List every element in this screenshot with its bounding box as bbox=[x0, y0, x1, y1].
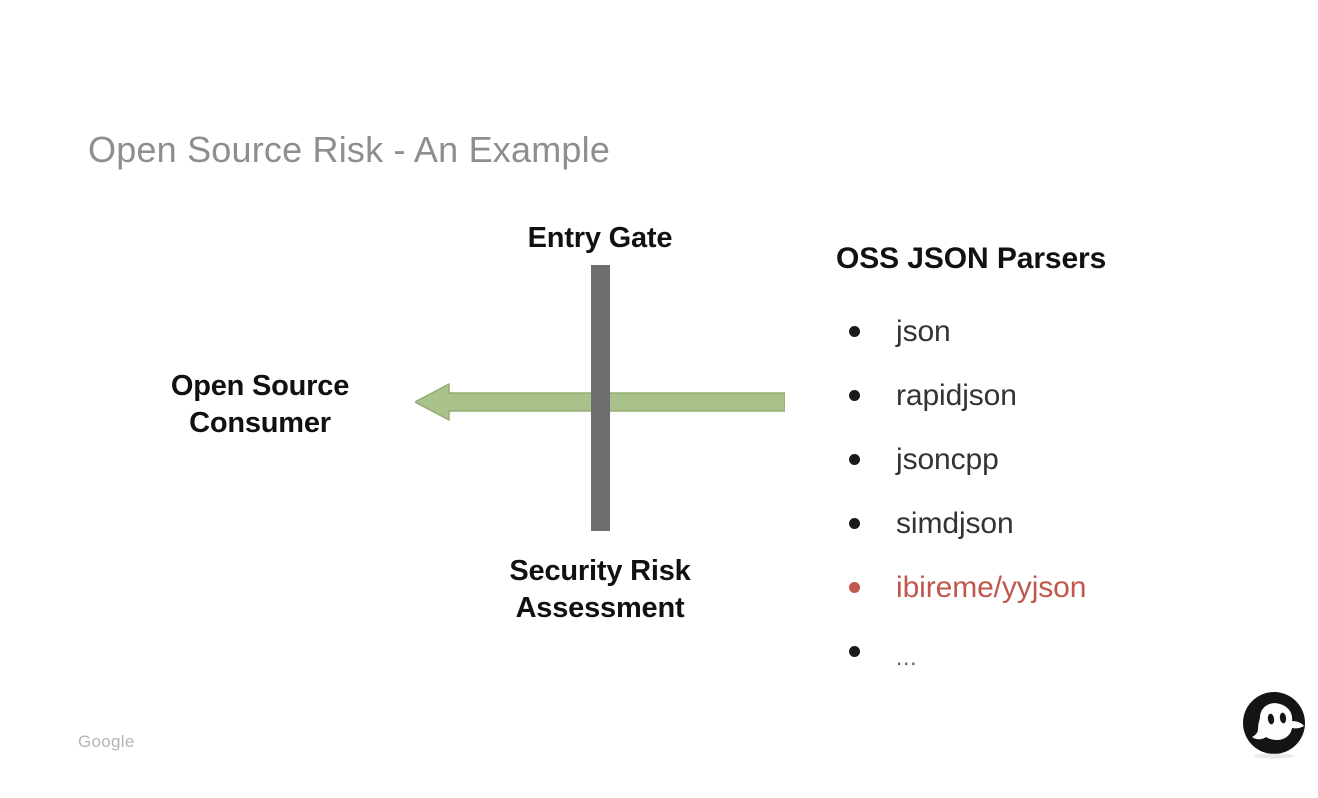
list-item-label: json bbox=[896, 315, 951, 348]
page-title: Open Source Risk - An Example bbox=[88, 129, 611, 170]
bullet-icon bbox=[849, 326, 860, 337]
list-item-label: ibireme/yyjson bbox=[896, 571, 1087, 604]
list-item-label: simdjson bbox=[896, 507, 1014, 540]
list-item-label: rapidjson bbox=[896, 379, 1017, 412]
list-item-label: jsoncpp bbox=[896, 443, 999, 476]
list-item: json bbox=[836, 300, 1086, 364]
list-item: ... bbox=[836, 620, 1086, 684]
consumer-line-1: Open Source bbox=[170, 370, 350, 402]
google-watermark: Google bbox=[78, 732, 135, 751]
bullet-icon bbox=[849, 582, 860, 593]
oss-json-parsers-list: json rapidjson jsoncpp simdjson ibireme/… bbox=[836, 300, 1086, 684]
entry-gate-bar bbox=[591, 265, 610, 531]
bullet-icon bbox=[849, 454, 860, 465]
list-item: rapidjson bbox=[836, 364, 1086, 428]
entry-gate-label: Entry Gate bbox=[527, 222, 673, 254]
oss-json-parsers-heading: OSS JSON Parsers bbox=[836, 242, 1107, 275]
list-item-highlighted: ibireme/yyjson bbox=[836, 556, 1086, 620]
bullet-icon bbox=[849, 646, 860, 657]
security-risk-line-1: Security Risk bbox=[509, 555, 691, 587]
open-source-consumer-label: Open Source Consumer bbox=[110, 368, 410, 442]
list-item-label: ... bbox=[896, 645, 918, 670]
security-risk-line-2: Assessment bbox=[515, 591, 685, 624]
ghost-mascot-icon bbox=[1238, 688, 1310, 760]
bullet-icon bbox=[849, 390, 860, 401]
security-risk-assessment-label: Security Risk Assessment bbox=[430, 553, 770, 627]
consumer-line-2: Consumer bbox=[189, 406, 331, 439]
list-item: jsoncpp bbox=[836, 428, 1086, 492]
bullet-icon bbox=[849, 518, 860, 529]
list-item: simdjson bbox=[836, 492, 1086, 556]
